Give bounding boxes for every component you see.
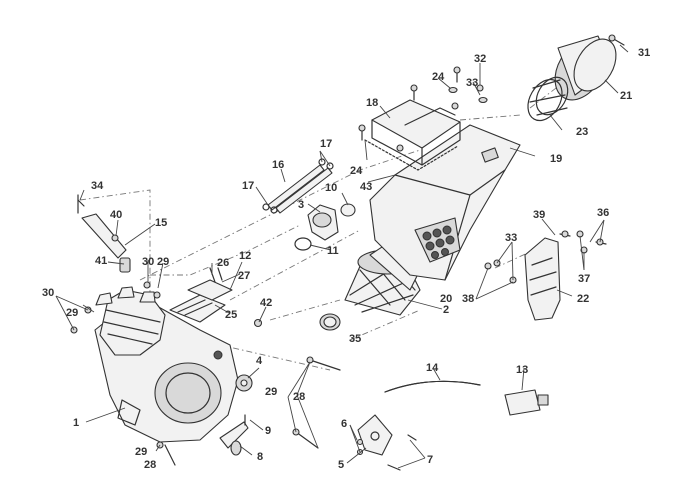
label-29c: 29 (265, 386, 277, 398)
label-27: 27 (238, 270, 250, 282)
label-24b: 24 (350, 165, 363, 177)
label-18: 18 (366, 97, 378, 109)
label-15: 15 (155, 217, 167, 229)
label-10: 10 (325, 182, 337, 194)
mounting-plate (357, 414, 393, 456)
label-42: 42 (260, 297, 272, 309)
label-35: 35 (349, 333, 361, 345)
label-34: 34 (91, 180, 104, 192)
filter-cage (527, 76, 569, 122)
label-22: 22 (577, 293, 589, 305)
label-43: 43 (360, 181, 372, 193)
breather-hose (384, 380, 481, 393)
label-5: 5 (338, 459, 344, 471)
label-38: 38 (462, 293, 474, 305)
label-6: 6 (341, 418, 347, 430)
label-39: 39 (533, 209, 545, 221)
label-29b: 29 (66, 307, 78, 319)
manifold-clamp (294, 237, 312, 251)
label-17a: 17 (242, 180, 254, 192)
label-13: 13 (516, 364, 528, 376)
airbox (369, 124, 521, 281)
label-2: 2 (443, 304, 449, 316)
label-28b: 28 (144, 459, 156, 471)
label-14: 14 (426, 362, 439, 374)
label-40: 40 (110, 209, 122, 221)
label-29d: 29 (135, 446, 147, 458)
label-28a: 28 (293, 391, 305, 403)
label-33b: 33 (505, 232, 517, 244)
label-17b: 17 (320, 138, 332, 150)
label-3: 3 (298, 199, 304, 211)
reed-valve (169, 279, 233, 323)
label-21: 21 (620, 90, 632, 102)
label-36: 36 (597, 207, 609, 219)
label-30b: 30 (42, 287, 54, 299)
label-24a: 24 (432, 71, 445, 83)
label-11: 11 (327, 245, 339, 257)
label-20: 20 (440, 293, 452, 305)
filter-sleeve (319, 313, 341, 331)
airbox-lid (364, 99, 461, 171)
assembly-guides (79, 84, 561, 371)
label-32: 32 (474, 53, 486, 65)
label-41: 41 (95, 255, 107, 267)
callouts: 1 2 3 4 5 6 7 8 9 10 11 12 13 14 15 16 1… (42, 47, 650, 471)
sensor (504, 389, 549, 416)
label-4: 4 (256, 355, 263, 367)
label-7: 7 (427, 454, 433, 466)
label-23: 23 (576, 126, 588, 138)
leader-lines (55, 44, 629, 469)
label-37: 37 (578, 273, 590, 285)
shift-lever (219, 414, 249, 456)
side-panel (524, 237, 561, 321)
choke-lever (77, 194, 131, 273)
label-29a: 29 (157, 256, 169, 268)
label-16: 16 (272, 159, 284, 171)
label-31: 31 (638, 47, 650, 59)
label-33a: 33 (466, 77, 478, 89)
engine-crankcase (94, 286, 239, 443)
label-25: 25 (225, 309, 237, 321)
label-9: 9 (265, 425, 271, 437)
label-8: 8 (257, 451, 263, 463)
intake-tubes (262, 158, 334, 214)
label-30a: 30 (142, 256, 154, 268)
filter-cover (554, 35, 617, 101)
carburetor (307, 203, 356, 241)
label-19: 19 (550, 153, 562, 165)
label-12: 12 (239, 250, 251, 262)
sprocket (235, 374, 253, 392)
label-1: 1 (73, 417, 79, 429)
label-26: 26 (217, 257, 229, 269)
